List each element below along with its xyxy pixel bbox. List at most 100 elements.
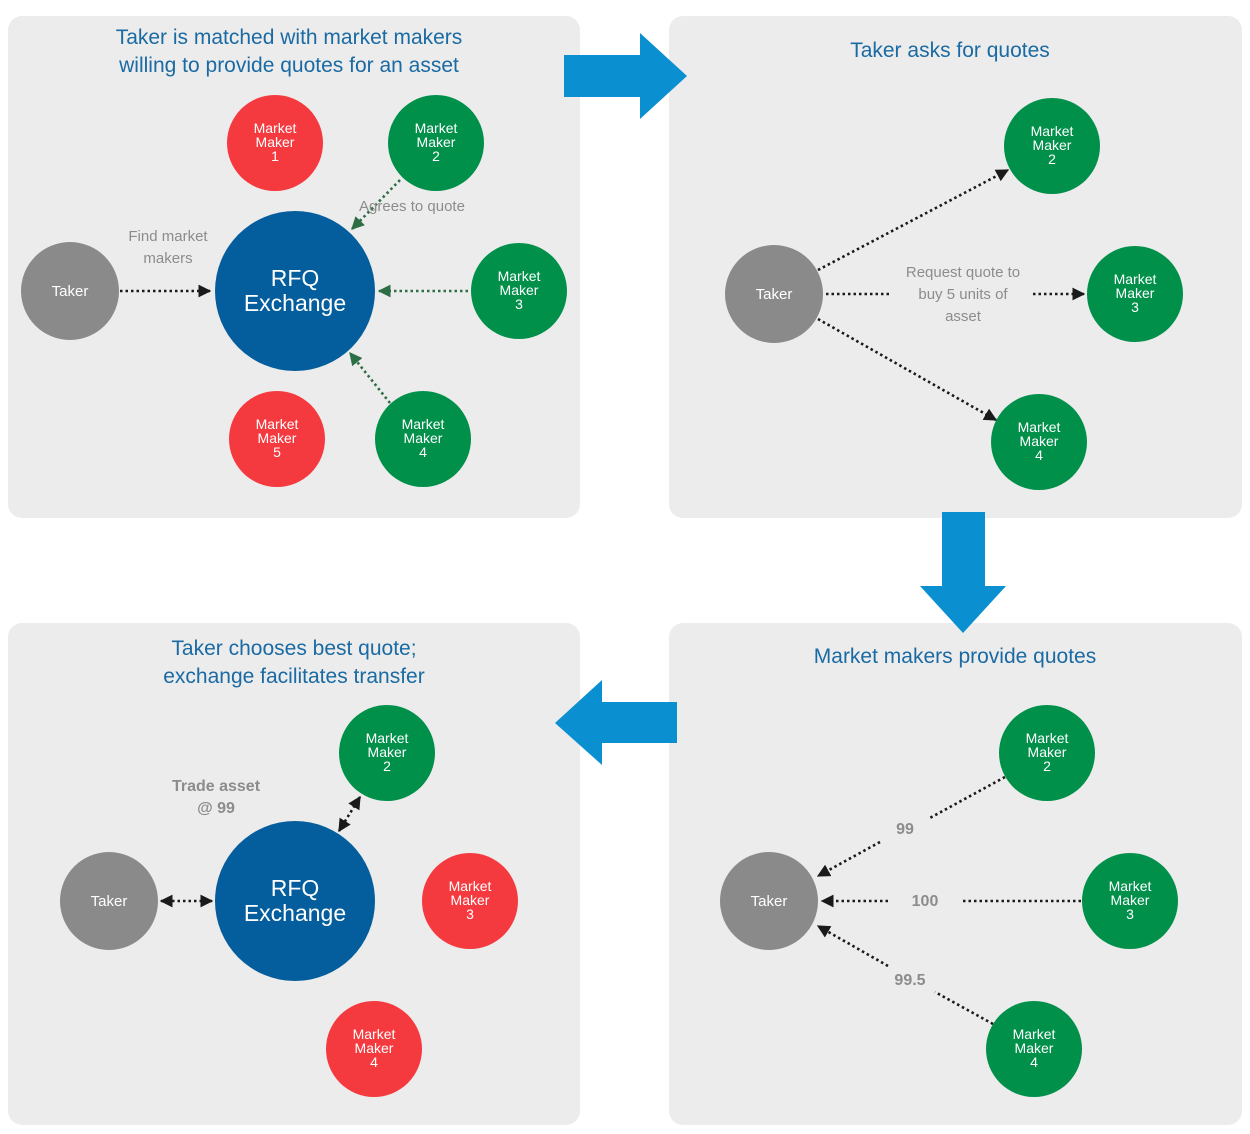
maker-label-line1: Market xyxy=(353,1026,396,1042)
quote-value-maker4: 99.5 xyxy=(894,972,925,989)
maker-label-line1: Market xyxy=(498,268,541,284)
panel-match: Taker is matched with market makers will… xyxy=(8,16,580,518)
market-maker-3-node: Market Maker 3 xyxy=(1082,853,1178,949)
rfq-exchange-node: RFQ Exchange xyxy=(215,211,375,371)
panel-trade: Taker chooses best quote; exchange facil… xyxy=(8,623,580,1125)
panel-quotes-title: Market makers provide quotes xyxy=(814,645,1096,668)
request-quote-label-line3: asset xyxy=(945,308,982,325)
trade-asset-label-line2: @ 99 xyxy=(197,800,235,817)
exchange-label-line2: Exchange xyxy=(244,900,346,926)
exchange-maker2-transfer-arrow xyxy=(337,795,362,833)
request-quote-label-line1: Request quote to xyxy=(906,264,1020,281)
maker-label-line2: Maker xyxy=(256,134,295,150)
maker2-quote-line xyxy=(927,775,1006,821)
market-maker-4-node: Market Maker 4 xyxy=(986,1001,1082,1097)
market-maker-4-node: Market Maker 4 xyxy=(991,394,1087,490)
exchange-label-line1: RFQ xyxy=(271,265,320,291)
market-maker-3-node: Market Maker 3 xyxy=(422,853,518,949)
maker-label-line3: 3 xyxy=(1131,299,1139,315)
panel-quotes: Market makers provide quotes 99 100 99.5… xyxy=(669,623,1242,1125)
maker-label-line2: Maker xyxy=(258,430,297,446)
maker-label-line3: 2 xyxy=(383,758,391,774)
maker-label-line1: Market xyxy=(1013,1026,1056,1042)
maker-label-line3: 3 xyxy=(466,906,474,922)
maker-label-line3: 2 xyxy=(1043,758,1051,774)
maker-label-line1: Market xyxy=(402,416,445,432)
trade-asset-label-line1: Trade asset xyxy=(172,778,261,795)
market-maker-3-node: Market Maker 3 xyxy=(1087,246,1183,342)
market-maker-3-node: Market Maker 3 xyxy=(471,243,567,339)
maker-label-line3: 2 xyxy=(1048,151,1056,167)
find-market-makers-label-line2: makers xyxy=(143,250,192,267)
taker-node: Taker xyxy=(720,852,818,950)
maker-label-line2: Maker xyxy=(451,892,490,908)
taker-node: Taker xyxy=(21,242,119,340)
maker-label-line3: 4 xyxy=(370,1054,378,1070)
maker4-quote-line xyxy=(934,990,994,1026)
market-maker-4-node: Market Maker 4 xyxy=(326,1001,422,1097)
maker-label-line2: Maker xyxy=(500,282,539,298)
market-maker-2-node: Market Maker 2 xyxy=(1004,98,1100,194)
market-maker-5-node: Market Maker 5 xyxy=(229,391,325,487)
maker-label-line3: 4 xyxy=(419,444,427,460)
maker-label-line2: Maker xyxy=(1015,1040,1054,1056)
panel-ask-title: Taker asks for quotes xyxy=(850,39,1050,62)
taker-node: Taker xyxy=(60,852,158,950)
panel-ask: Taker asks for quotes Request quote to b… xyxy=(669,16,1242,518)
maker-label-line3: 3 xyxy=(515,296,523,312)
maker2-to-exchange-arrow xyxy=(351,179,401,230)
maker-label-line2: Maker xyxy=(355,1040,394,1056)
maker-label-line3: 3 xyxy=(1126,906,1134,922)
agrees-to-quote-label: Agrees to quote xyxy=(359,198,465,215)
market-maker-1-node: Market Maker 1 xyxy=(227,95,323,191)
maker-label-line3: 5 xyxy=(273,444,281,460)
taker-label: Taker xyxy=(52,283,89,300)
maker-label-line1: Market xyxy=(1018,419,1061,435)
quote-value-maker3: 100 xyxy=(912,893,939,910)
find-market-makers-label-line1: Find market xyxy=(128,228,208,245)
request-quote-label-line2: buy 5 units of xyxy=(918,286,1008,303)
flow-arrow-right-icon xyxy=(564,33,687,119)
maker-label-line1: Market xyxy=(449,878,492,894)
maker-label-line1: Market xyxy=(415,120,458,136)
taker-label: Taker xyxy=(751,893,788,910)
maker-label-line1: Market xyxy=(1114,271,1157,287)
maker-label-line1: Market xyxy=(1109,878,1152,894)
maker-label-line3: 4 xyxy=(1035,447,1043,463)
maker-label-line2: Maker xyxy=(1111,892,1150,908)
exchange-label-line1: RFQ xyxy=(271,875,320,901)
panel-match-title-line1: Taker is matched with market makers xyxy=(116,26,463,49)
maker-label-line2: Maker xyxy=(1116,285,1155,301)
market-maker-2-node: Market Maker 2 xyxy=(339,705,435,801)
maker-label-line1: Market xyxy=(254,120,297,136)
maker-label-line2: Maker xyxy=(404,430,443,446)
flow-arrow-left-icon xyxy=(555,680,677,765)
taker-to-maker4-request-arrow xyxy=(817,317,998,422)
maker-label-line2: Maker xyxy=(368,744,407,760)
panel-trade-title-line1: Taker chooses best quote; xyxy=(171,637,416,660)
maker-label-line2: Maker xyxy=(417,134,456,150)
taker-node: Taker xyxy=(725,245,823,343)
maker-label-line1: Market xyxy=(256,416,299,432)
market-maker-4-node: Market Maker 4 xyxy=(375,391,471,487)
maker-label-line2: Maker xyxy=(1028,744,1067,760)
maker-label-line3: 1 xyxy=(271,148,279,164)
maker-label-line2: Maker xyxy=(1033,137,1072,153)
flow-arrow-down-icon xyxy=(920,512,1006,633)
maker-label-line3: 4 xyxy=(1030,1054,1038,1070)
taker-label: Taker xyxy=(91,893,128,910)
maker2-quote-arrow xyxy=(816,840,881,878)
maker-label-line2: Maker xyxy=(1020,433,1059,449)
maker-label-line1: Market xyxy=(366,730,409,746)
maker-label-line3: 2 xyxy=(432,148,440,164)
exchange-label-line2: Exchange xyxy=(244,290,346,316)
panel-match-title-line2: willing to provide quotes for an asset xyxy=(118,54,459,77)
taker-label: Taker xyxy=(756,286,793,303)
market-maker-2-node: Market Maker 2 xyxy=(999,705,1095,801)
panel-quotes-background xyxy=(669,623,1242,1125)
market-maker-2-node: Market Maker 2 xyxy=(388,95,484,191)
panel-trade-title-line2: exchange facilitates transfer xyxy=(163,665,424,688)
maker-label-line1: Market xyxy=(1026,730,1069,746)
maker-label-line1: Market xyxy=(1031,123,1074,139)
